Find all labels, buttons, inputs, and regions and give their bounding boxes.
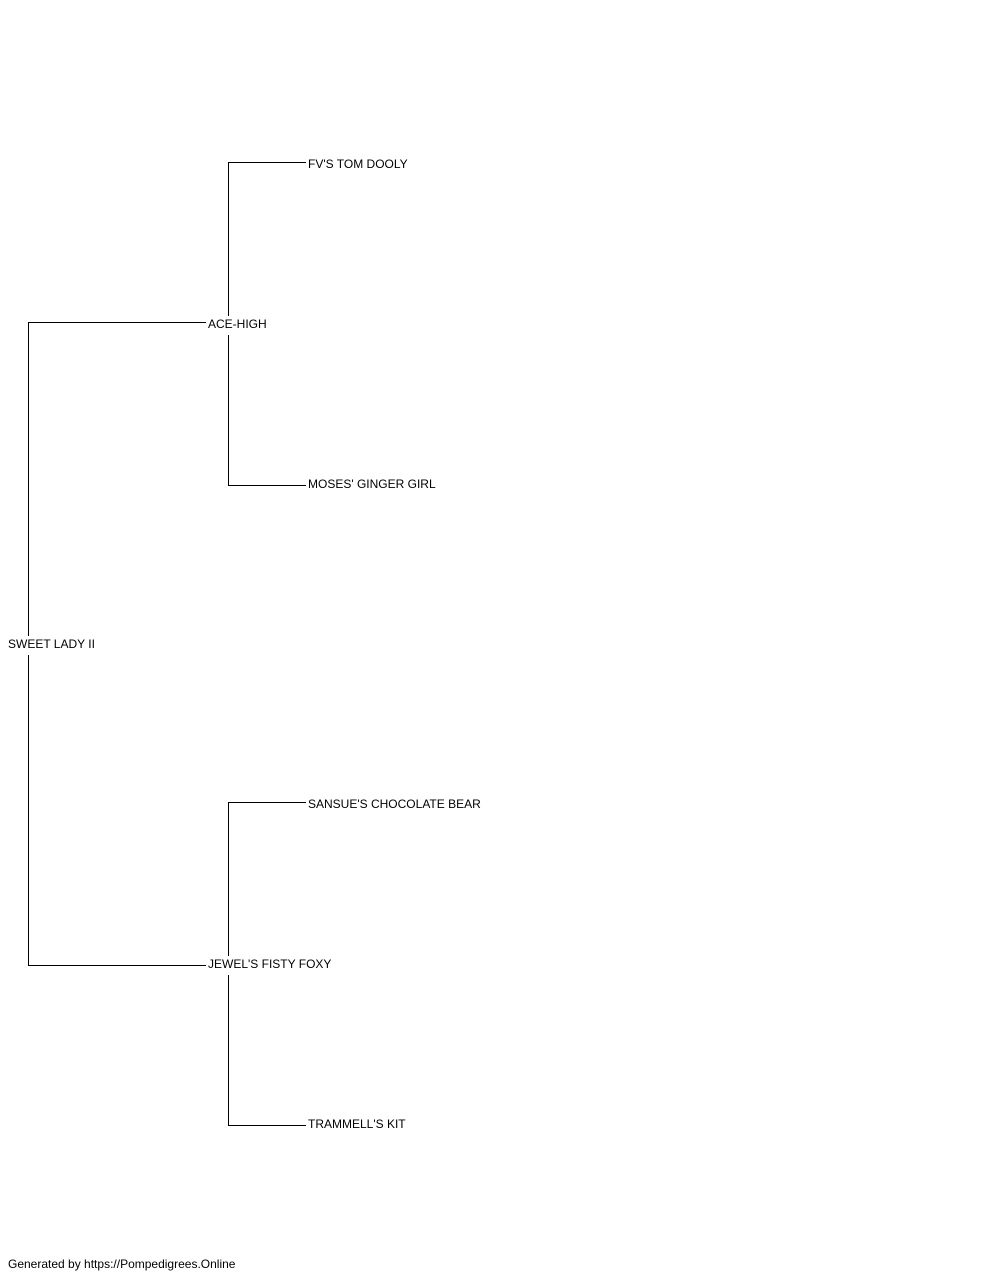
generated-by-footer: Generated by https://Pompedigrees.Online [8, 1257, 236, 1271]
paternal-granddam-name: MOSES' GINGER GIRL [308, 477, 436, 491]
connector-sire-to-paternal-granddam [228, 335, 306, 486]
paternal-grandsire-name: FV'S TOM DOOLY [308, 157, 408, 171]
connector-sire-to-paternal-grandsire [228, 162, 306, 316]
dam-name: JEWEL'S FISTY FOXY [208, 957, 332, 971]
maternal-granddam-name: TRAMMELL'S KIT [308, 1117, 406, 1131]
connector-dam-to-maternal-granddam [228, 975, 306, 1126]
maternal-grandsire-name: SANSUE'S CHOCOLATE BEAR [308, 797, 481, 811]
sire-name: ACE-HIGH [208, 317, 267, 331]
subject-name: SWEET LADY II [8, 637, 95, 651]
connector-dam-to-maternal-grandsire [228, 802, 306, 956]
connector-subject-to-sire [28, 322, 206, 636]
connector-subject-to-dam [28, 655, 206, 966]
